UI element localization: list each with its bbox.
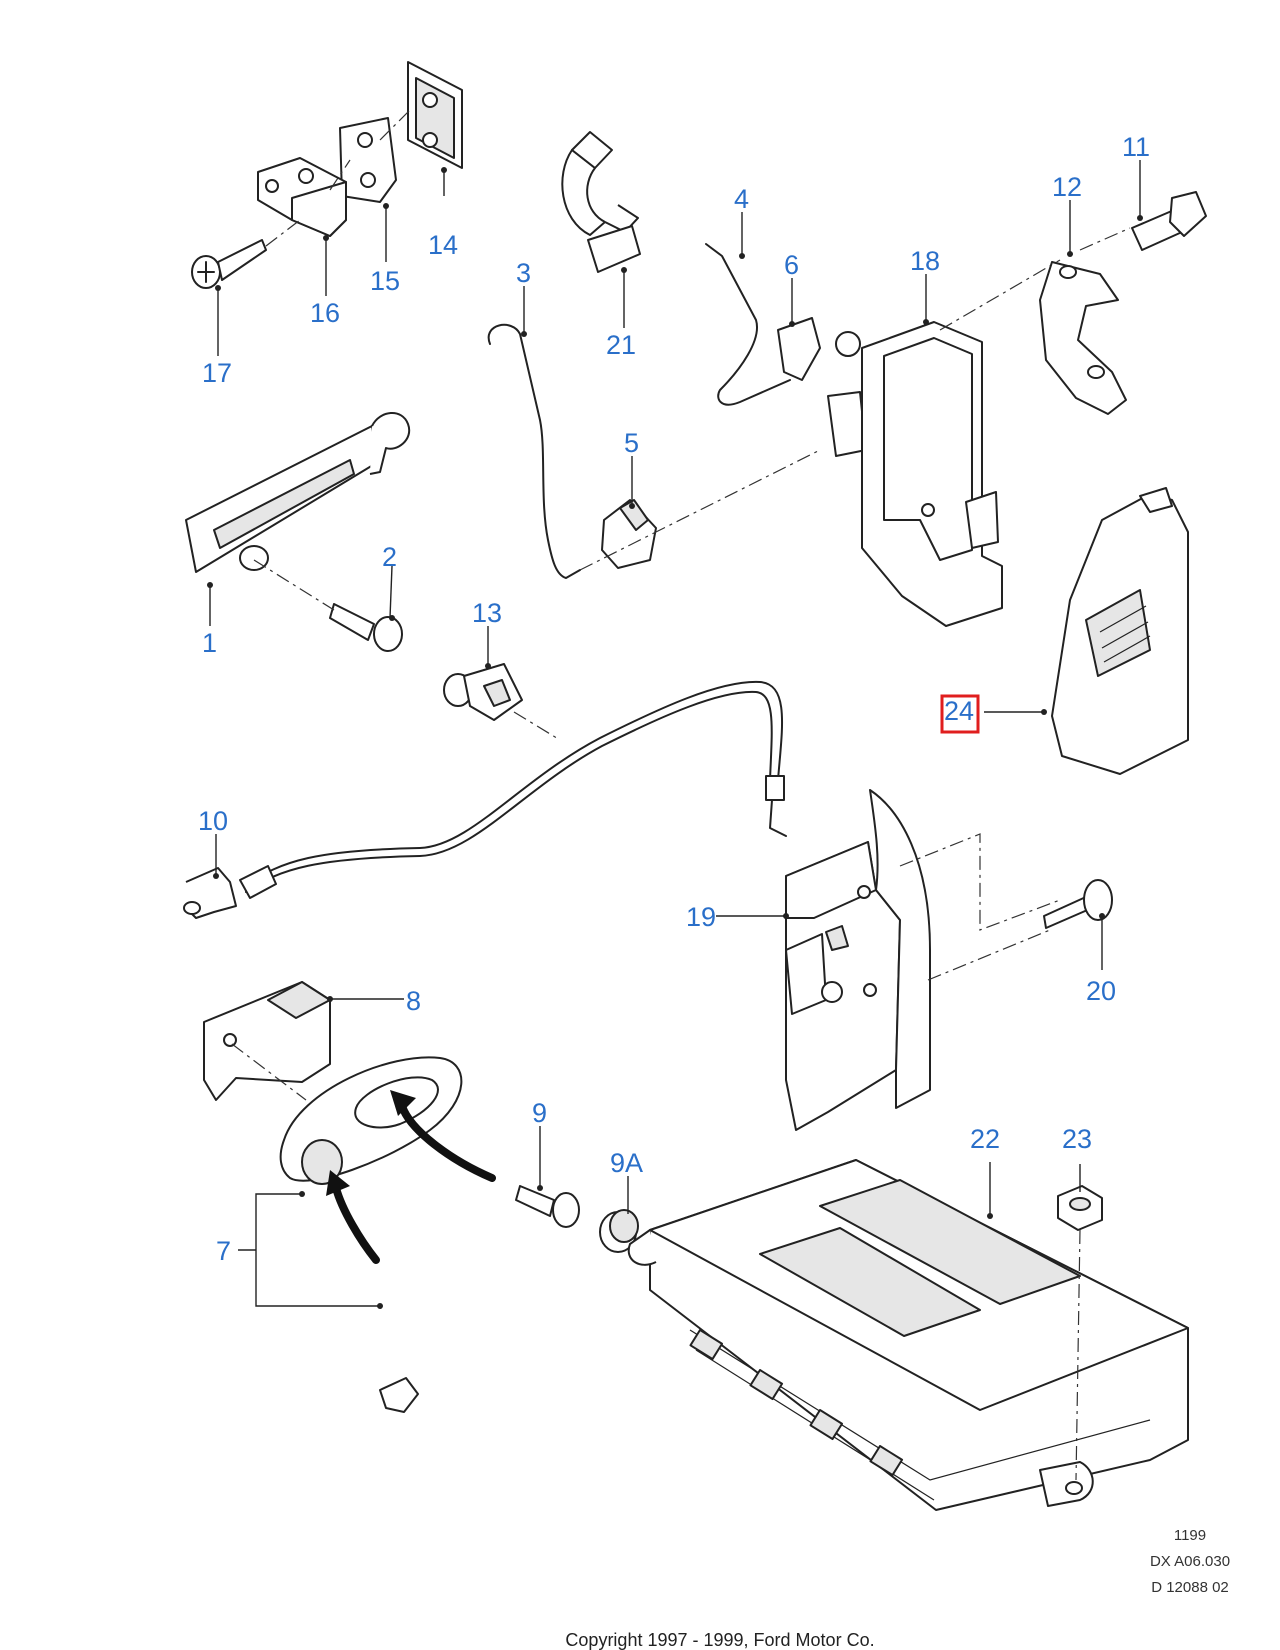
callout-7[interactable]: 7	[216, 1236, 231, 1266]
callout-23[interactable]: 23	[1062, 1124, 1092, 1154]
callout-20[interactable]: 20	[1086, 976, 1116, 1006]
callout-labels: 1 2 3 4 5 6 7 8 9 9A 10 11 12 13 14 15 1…	[198, 132, 1150, 1266]
part-5-rod-clip	[601, 499, 657, 569]
part-20-screw	[1043, 879, 1113, 929]
part-17-screw	[191, 239, 267, 289]
part-15-hinge-plate	[339, 117, 397, 203]
callout-9a[interactable]: 9A	[610, 1148, 643, 1178]
part-9-screw	[515, 1185, 580, 1228]
callout-1[interactable]: 1	[202, 628, 217, 658]
part-11-bolt	[1131, 191, 1207, 251]
reference-stamp: 1199 DX A06.030 D 12088 02	[1150, 1527, 1230, 1596]
callout-9[interactable]: 9	[532, 1098, 547, 1128]
callout-14[interactable]: 14	[428, 230, 458, 260]
part-22-control-module	[627, 1159, 1189, 1511]
part-16-hinge-block	[257, 157, 347, 237]
part-19-lock-housing	[785, 789, 931, 1131]
callout-10[interactable]: 10	[198, 806, 228, 836]
callout-13[interactable]: 13	[472, 598, 502, 628]
copyright-notice: Copyright 1997 - 1999, Ford Motor Co.	[565, 1630, 874, 1650]
callout-18[interactable]: 18	[910, 246, 940, 276]
callout-3[interactable]: 3	[516, 258, 531, 288]
part-9a-cap	[599, 1209, 639, 1253]
part-2-screw	[329, 603, 403, 652]
leader-dots	[207, 167, 1143, 1309]
callout-11[interactable]: 11	[1122, 132, 1150, 162]
reference-line-3: D 12088 02	[1151, 1579, 1229, 1596]
callout-5[interactable]: 5	[624, 428, 639, 458]
callout-24-highlight-box	[940, 694, 980, 734]
part-14-gasket	[407, 61, 463, 169]
leader-lines	[209, 160, 1141, 1307]
callout-24[interactable]: 24	[944, 696, 974, 726]
part-21-clip	[561, 131, 641, 273]
part-10-cable	[183, 680, 787, 919]
part-12-lever	[1039, 261, 1127, 415]
part-3-rod	[487, 324, 581, 579]
callout-17[interactable]: 17	[202, 358, 232, 388]
reference-line-1: 1199	[1174, 1527, 1206, 1544]
callout-16[interactable]: 16	[310, 298, 340, 328]
callout-8[interactable]: 8	[406, 986, 421, 1016]
part-7-bezel	[279, 1056, 463, 1413]
assembly-arrows	[326, 1090, 496, 1264]
part-13-bulb-holder	[443, 663, 523, 721]
part-8-bracket	[203, 981, 331, 1101]
callout-12[interactable]: 12	[1052, 172, 1082, 202]
part-1-handle	[185, 412, 411, 573]
callout-2[interactable]: 2	[382, 542, 397, 572]
reference-line-2: DX A06.030	[1150, 1553, 1230, 1570]
part-6-clip	[777, 317, 867, 457]
part-23-nut	[1057, 1185, 1103, 1231]
callout-15[interactable]: 15	[370, 266, 400, 296]
callout-19[interactable]: 19	[686, 902, 716, 932]
callout-21[interactable]: 21	[606, 330, 636, 360]
callout-6[interactable]: 6	[784, 250, 799, 280]
part-18-latch-module	[861, 321, 1003, 627]
part-4-rod	[705, 243, 791, 406]
part-24-cover	[1051, 487, 1189, 775]
callout-4[interactable]: 4	[734, 184, 749, 214]
callout-22[interactable]: 22	[970, 1124, 1000, 1154]
